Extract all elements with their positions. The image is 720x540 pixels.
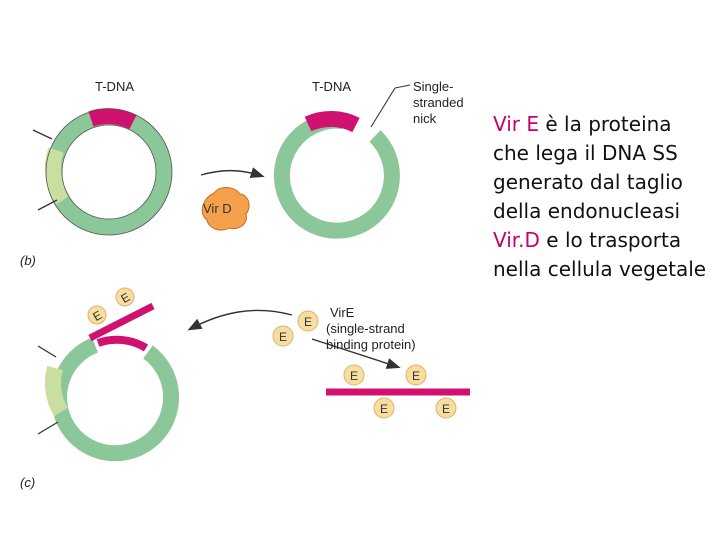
- vire-label-2: (single-strand: [326, 321, 405, 336]
- panel-label-b: (b): [20, 253, 36, 268]
- light-segment: [44, 147, 70, 205]
- arrow-to-nicked: [200, 167, 265, 178]
- caption-vird: Vir.D: [493, 228, 540, 252]
- vire-label-1: VirE: [330, 305, 355, 320]
- nick-label-2: stranded: [413, 95, 464, 110]
- border-tick: [32, 129, 53, 140]
- peeled-strand: [88, 302, 155, 342]
- svg-text:E: E: [412, 369, 420, 383]
- vird-label: Vir D: [203, 201, 232, 216]
- tdna-label-left: T-DNA: [95, 79, 134, 94]
- vire-bead: E: [297, 310, 319, 332]
- light-segment: [44, 365, 69, 417]
- vire-bead: E: [87, 305, 107, 325]
- vire-bead: E: [272, 325, 294, 347]
- tdna-remaining-strand: [96, 335, 149, 352]
- svg-text:E: E: [350, 369, 358, 383]
- caption-vire: Vir E: [493, 112, 540, 136]
- plasmid-nicked: T-DNA Single- stranded nick: [273, 79, 464, 239]
- nick-label-3: nick: [413, 111, 437, 126]
- vird-protein: Vir D: [201, 187, 250, 231]
- nick-pointer: [370, 87, 396, 128]
- vire-label-3: binding protein): [326, 337, 416, 352]
- vire-bead: E: [115, 287, 135, 307]
- plasmid-ring: [51, 337, 179, 462]
- coated-strand: E E E E: [326, 364, 470, 419]
- plasmid-peeled: E E: [37, 287, 179, 462]
- tdna-label-right: T-DNA: [312, 79, 351, 94]
- svg-text:E: E: [442, 402, 450, 416]
- nick-label-1: Single-: [413, 79, 453, 94]
- caption-text-2: e lo trasporta nella cellula vegetale: [493, 228, 707, 281]
- arrow-to-peeled: [187, 309, 293, 331]
- plasmid-intact: T-DNA: [32, 79, 173, 236]
- plasmid-ring: [46, 109, 172, 235]
- border-tick: [37, 421, 59, 435]
- tdna-segment: [88, 108, 137, 130]
- vire-bead: E: [343, 364, 365, 386]
- svg-text:E: E: [380, 402, 388, 416]
- border-tick: [37, 199, 58, 211]
- svg-text:E: E: [279, 330, 287, 344]
- panel-label-c: (c): [20, 475, 35, 490]
- arrow-to-coated-strand: [311, 338, 401, 369]
- vire-bead: E: [373, 397, 395, 419]
- caption-text-1: è la proteina che lega il DNA SS generat…: [493, 112, 683, 223]
- plasmid-ring: [273, 112, 400, 239]
- slide-caption: Vir E è la proteina che lega il DNA SS g…: [493, 110, 708, 284]
- svg-text:E: E: [304, 315, 312, 329]
- virulence-diagram: T-DNA Vir D T-DNA Single- stranded nick …: [20, 79, 470, 490]
- border-tick: [37, 345, 57, 358]
- tdna-segment: [304, 110, 360, 133]
- vire-bead: E: [435, 397, 457, 419]
- vire-bead: E: [405, 364, 427, 386]
